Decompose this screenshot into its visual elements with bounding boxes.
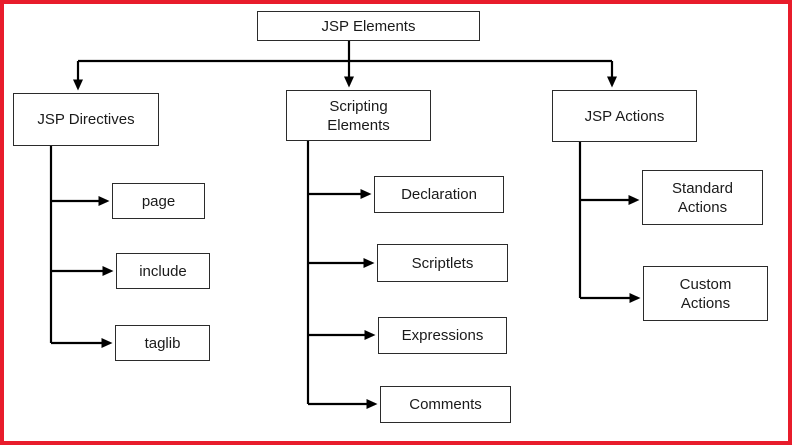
edge-root-rail (78, 41, 612, 63)
node-standard-actions: Standard Actions (642, 170, 763, 225)
node-declaration: Declaration (374, 176, 504, 213)
node-scriptlets: Scriptlets (377, 244, 508, 282)
node-page: page (112, 183, 205, 219)
node-include: include (116, 253, 210, 289)
node-taglib: taglib (115, 325, 210, 361)
node-comments: Comments (380, 386, 511, 423)
node-jsp-directives: JSP Directives (13, 93, 159, 146)
node-custom-actions: Custom Actions (643, 266, 768, 321)
node-scripting-elements: Scripting Elements (286, 90, 431, 141)
node-expressions: Expressions (378, 317, 507, 354)
node-jsp-elements: JSP Elements (257, 11, 480, 41)
node-jsp-actions: JSP Actions (552, 90, 697, 142)
